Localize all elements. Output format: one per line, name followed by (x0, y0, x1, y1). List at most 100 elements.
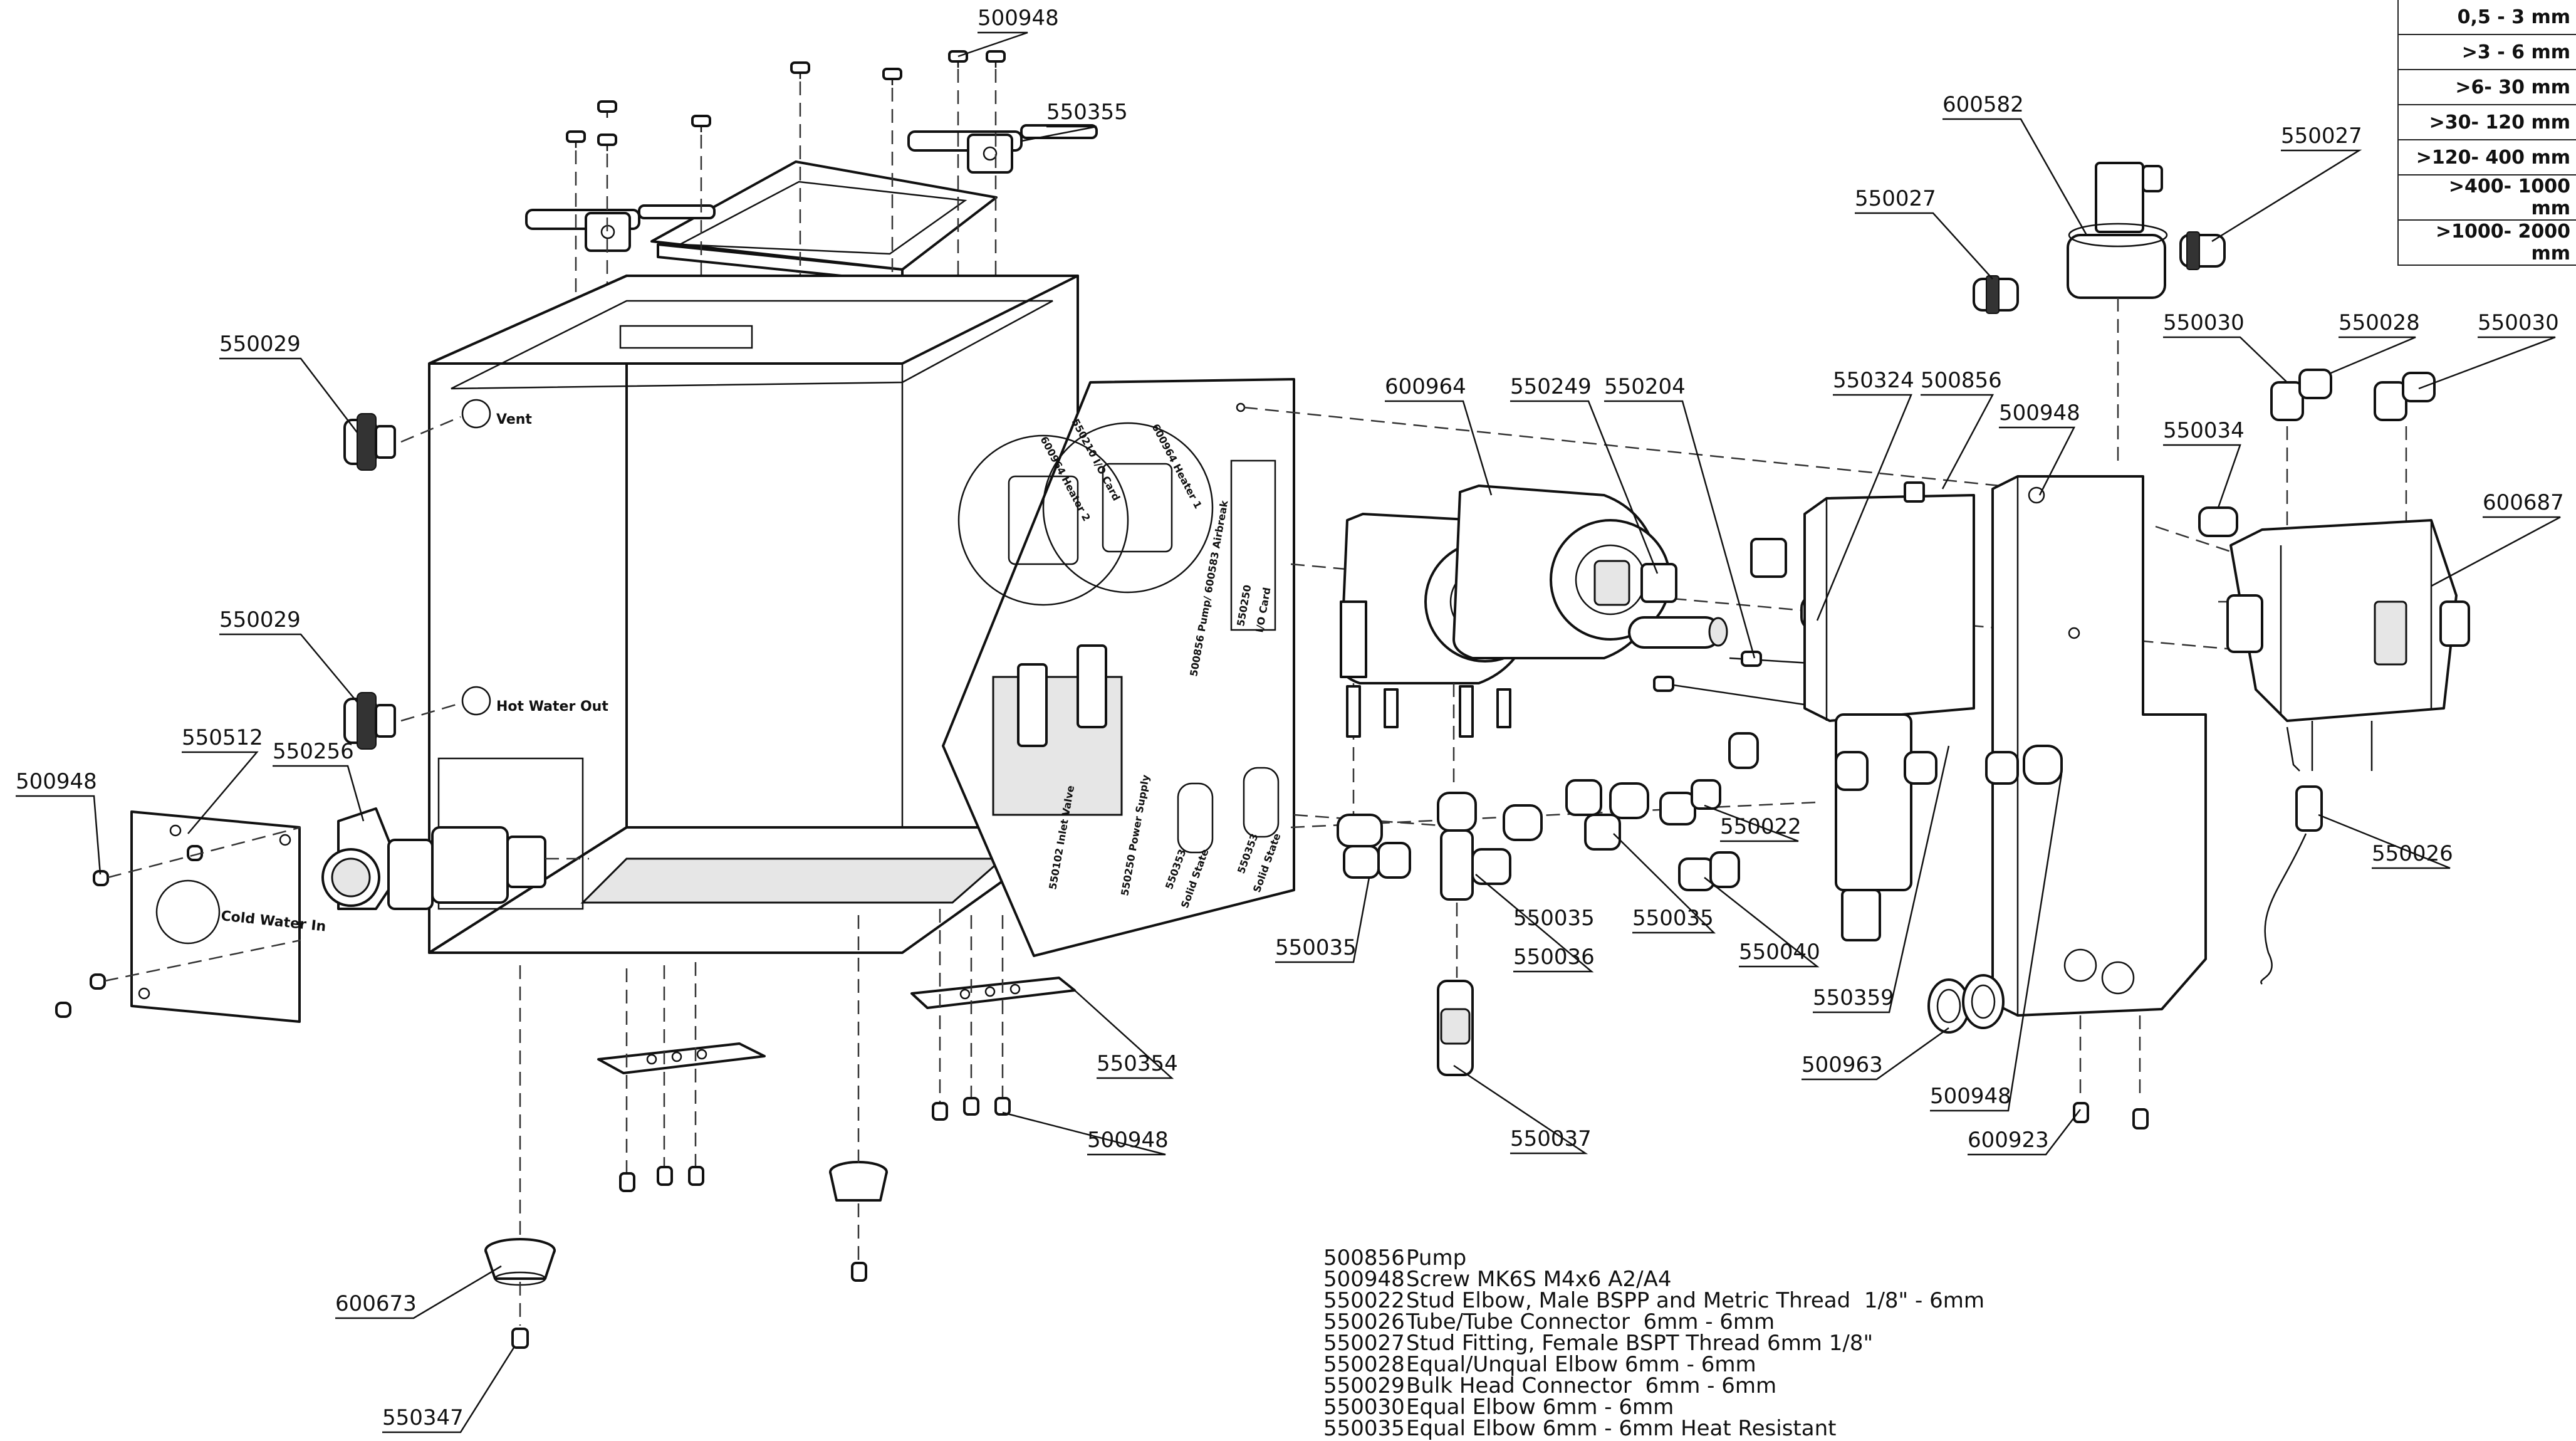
connector-550037 (1437, 903, 1474, 1076)
pump-body (1803, 481, 1975, 941)
vent-label: Vent (496, 412, 532, 427)
parts-list: 500856Pump 500948Screw MK6S M4x6 A2/A4 5… (1323, 1247, 1984, 1439)
tolerance-table: 0,5 - 3 mm >3 - 6 mm >6- 30 mm >30- 120 … (2397, 0, 2576, 266)
screw (790, 61, 810, 79)
callout-550022: 550022 (1720, 814, 1802, 839)
callout-550249: 550249 (1510, 374, 1592, 399)
callout-550035-mid: 550035 (1632, 906, 1714, 931)
callout-500948-plate: 500948 (16, 769, 97, 794)
parts-list-item: 550030Equal Elbow 6mm - 6mm (1323, 1396, 1984, 1418)
parts-list-item: 500948Screw MK6S M4x6 A2/A4 (1323, 1269, 1984, 1290)
part-description: Bulk Head Connector 6mm - 6mm (1406, 1373, 1777, 1398)
elbow-550030-right (2374, 372, 2436, 527)
latch-clamp-right (907, 124, 1098, 174)
callout-550030-right: 550030 (2478, 310, 2559, 335)
parts-list-item: 550029Bulk Head Connector 6mm - 6mm (1323, 1375, 1984, 1396)
screw (948, 50, 968, 68)
hinge-plate-right (910, 909, 1076, 1121)
part-code: 550028 (1323, 1352, 1405, 1377)
elbow-550030-left (2270, 369, 2332, 527)
parts-list-item: 550027Stud Fitting, Female BSPT Thread 6… (1323, 1333, 1984, 1354)
callout-550256: 550256 (273, 739, 354, 764)
mounting-panel (942, 378, 1295, 957)
callout-600923: 600923 (1968, 1128, 2049, 1153)
fitting-550034 (2198, 506, 2238, 537)
tube-connector-550026 (2260, 785, 2323, 985)
callout-550029-vent: 550029 (219, 332, 301, 357)
tolerance-row: >6- 30 mm (2397, 69, 2576, 105)
plate-screws (55, 826, 301, 1018)
part-description: Pump (1406, 1245, 1467, 1271)
leader-lines (16, 31, 2561, 1433)
part-description: Equal Elbow 6mm - 6mm Heat Resistant (1406, 1416, 1837, 1441)
callout-550512: 550512 (182, 725, 263, 750)
parts-list-item: 550022Stud Elbow, Male BSPP and Metric T… (1323, 1290, 1984, 1311)
parts-list-item: 550028Equal/Unqual Elbow 6mm - 6mm (1323, 1354, 1984, 1375)
callout-550026: 550026 (2372, 841, 2453, 866)
bulkhead-connector-hot (343, 692, 461, 750)
part-description: Stud Fitting, Female BSPT Thread 6mm 1/8… (1406, 1331, 1874, 1356)
callout-600964: 600964 (1385, 374, 1466, 399)
callout-500948-bracket: 500948 (1999, 401, 2080, 426)
hot-water-out-label: Hot Water Out (496, 699, 608, 715)
heater-rear (1452, 485, 1671, 790)
callout-550030-left: 550030 (2163, 310, 2245, 335)
parts-list-item: 500856Pump (1323, 1247, 1984, 1269)
callout-500948-hinge: 500948 (1087, 1128, 1169, 1153)
callout-550324: 550324 (1833, 368, 1914, 393)
callout-550359: 550359 (1813, 985, 1894, 1010)
callout-550354: 550354 (1097, 1051, 1178, 1076)
screw (566, 130, 586, 148)
part-code: 500856 (1323, 1245, 1405, 1271)
foot-center (829, 915, 888, 1282)
parts-list-item: 550026Tube/Tube Connector 6mm - 6mm (1323, 1311, 1984, 1333)
callout-500948-lid: 500948 (978, 6, 1059, 31)
callout-550029-hot: 550029 (219, 607, 301, 632)
callout-500963: 500963 (1802, 1052, 1883, 1077)
heater-block (2226, 519, 2470, 772)
part-code: 550035 (1323, 1416, 1405, 1441)
callout-550035-tee: 550035 (1513, 906, 1595, 931)
part-description: Stud Elbow, Male BSPP and Metric Thread … (1406, 1288, 1984, 1313)
elbow-550022 (1659, 779, 1721, 825)
tolerance-row: 0,5 - 3 mm (2397, 0, 2576, 35)
callout-550027-left: 550027 (1855, 186, 1936, 211)
temperature-probe (1653, 651, 1830, 710)
screw (691, 115, 711, 132)
bulkhead-connector-vent (343, 413, 461, 471)
callout-550027-right: 550027 (2281, 123, 2362, 149)
fitting-550035-b (1565, 779, 1649, 851)
foot-left (484, 965, 556, 1349)
tolerance-row: >30- 120 mm (2397, 104, 2576, 140)
screw (882, 68, 902, 85)
callout-500948-grommet: 500948 (1930, 1084, 2011, 1109)
bracket-screw-axes (2073, 1015, 2149, 1129)
flow-fitting-550359 (1728, 732, 2063, 791)
callout-600673: 600673 (335, 1291, 417, 1316)
part-code: 550029 (1323, 1373, 1405, 1398)
callout-500856: 500856 (1921, 368, 2002, 393)
lid-screws (566, 50, 1006, 151)
part-description: Equal/Unqual Elbow 6mm - 6mm (1406, 1352, 1756, 1377)
callout-600687: 600687 (2483, 490, 2564, 515)
cold-water-in-plate (130, 810, 301, 1023)
part-description: Equal Elbow 6mm - 6mm (1406, 1395, 1674, 1420)
screw (597, 100, 617, 118)
fitting-550040 (1678, 851, 1740, 891)
callout-550034: 550034 (2163, 418, 2245, 443)
hinge-plate-left (597, 962, 766, 1192)
lid-frame (650, 160, 998, 283)
callout-550355: 550355 (1046, 100, 1128, 125)
callout-550204: 550204 (1604, 374, 1686, 399)
part-description: Screw MK6S M4x6 A2/A4 (1406, 1267, 1672, 1292)
tolerance-row: >1000- 2000 mm (2397, 219, 2576, 266)
fitting-550035-a (1337, 814, 1411, 879)
callout-550040: 550040 (1739, 940, 1820, 965)
callout-550037: 550037 (1510, 1126, 1592, 1151)
tee-550036 (1437, 792, 1543, 901)
part-code: 550030 (1323, 1395, 1405, 1420)
airbreak-valve (2067, 162, 2168, 464)
part-code: 550026 (1323, 1309, 1405, 1334)
stud-fitting-left (1973, 275, 2019, 314)
